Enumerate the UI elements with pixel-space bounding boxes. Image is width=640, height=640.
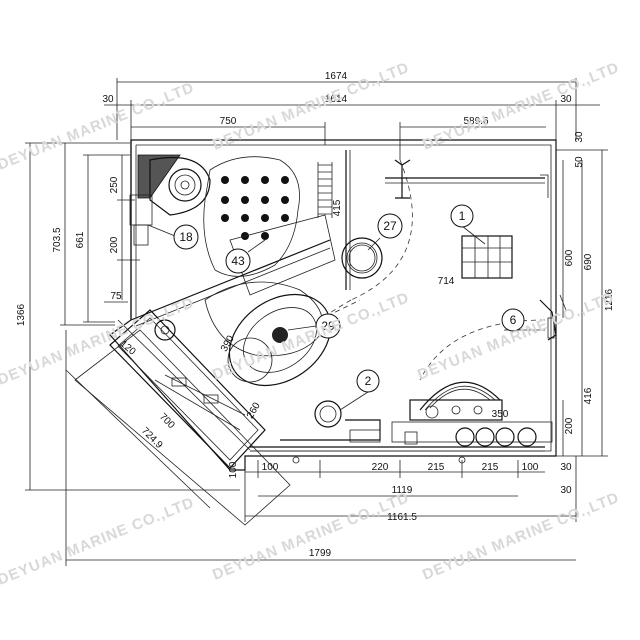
dim-1799: 1799	[309, 548, 332, 559]
dim-703-5: 703.5	[52, 227, 63, 252]
washbasin	[129, 154, 211, 246]
watermark: DEYUAN MARINE CO.,LTD	[415, 289, 617, 384]
watermarks: DEYUAN MARINE CO.,LTD DEYUAN MARINE CO.,…	[0, 59, 622, 589]
watermark: DEYUAN MARINE CO.,LTD	[420, 489, 622, 584]
watermark: DEYUAN MARINE CO.,LTD	[210, 289, 412, 384]
dim-1161-5: 1161.5	[387, 512, 417, 523]
dim-120: 120	[118, 339, 138, 358]
dim-1216: 1216	[604, 288, 615, 311]
dim-390: 390	[219, 333, 237, 353]
callouts: 1 2 6 18 27 29 43	[147, 204, 545, 411]
dim-600: 600	[564, 249, 575, 266]
shower-tray	[74, 309, 291, 526]
dim-200-left: 200	[109, 236, 120, 253]
dim-100-bottom-right: 100	[522, 462, 539, 473]
dim-30-right-bottom: 30	[560, 462, 572, 473]
callout-27: 27	[383, 219, 397, 233]
dim-30-bottom: 30	[560, 485, 572, 496]
dim-350: 350	[492, 409, 509, 420]
floor-mat-grid	[203, 156, 300, 277]
shelf-grid	[461, 235, 513, 279]
dim-75: 75	[110, 291, 122, 302]
dim-700: 700	[157, 411, 177, 431]
dim-30-right: 30	[574, 131, 585, 143]
dim-100-left: 100	[228, 461, 239, 478]
dim-250: 250	[109, 176, 120, 193]
dim-416: 416	[583, 387, 594, 404]
callout-29: 29	[321, 319, 335, 333]
dim-200-right: 200	[564, 417, 575, 434]
shower-head	[280, 400, 381, 443]
callout-2: 2	[365, 374, 372, 388]
dim-30-top-right: 30	[560, 94, 572, 105]
dim-589-6: 589.6	[463, 116, 488, 127]
callout-18: 18	[179, 230, 193, 244]
wash-equipment	[391, 381, 553, 447]
callout-6: 6	[510, 313, 517, 327]
toilet	[204, 214, 336, 387]
dim-220: 220	[372, 462, 389, 473]
dim-50-right: 50	[574, 156, 585, 168]
watermark: DEYUAN MARINE CO.,LTD	[210, 489, 412, 584]
dim-415: 415	[332, 199, 343, 216]
watermark: DEYUAN MARINE CO.,LTD	[0, 494, 197, 589]
dim-260: 260	[245, 400, 263, 420]
watermark: DEYUAN MARINE CO.,LTD	[0, 294, 197, 389]
dim-714: 714	[438, 276, 455, 287]
dim-1119: 1119	[392, 485, 413, 496]
dim-1614: 1614	[325, 94, 348, 105]
dim-1674: 1674	[325, 71, 348, 82]
dim-30-top-left: 30	[102, 94, 114, 105]
callout-43: 43	[231, 254, 245, 268]
dimension-labels: 1674 30 1614 30 750 589.6 1366 703.5 661…	[16, 71, 615, 559]
dim-750: 750	[220, 116, 237, 127]
dim-661: 661	[75, 231, 86, 248]
dim-100-bottom: 100	[262, 462, 279, 473]
door-handle	[539, 294, 567, 341]
dim-215-a: 215	[428, 462, 445, 473]
waste-bin	[341, 237, 383, 279]
towel-rail	[385, 159, 549, 199]
dim-215-b: 215	[482, 462, 499, 473]
callout-1: 1	[459, 209, 466, 223]
bottom-pipe	[250, 446, 545, 464]
radiator	[317, 162, 333, 218]
dimension-lines	[25, 78, 608, 566]
dim-690: 690	[583, 253, 594, 270]
dim-1366: 1366	[16, 303, 27, 326]
